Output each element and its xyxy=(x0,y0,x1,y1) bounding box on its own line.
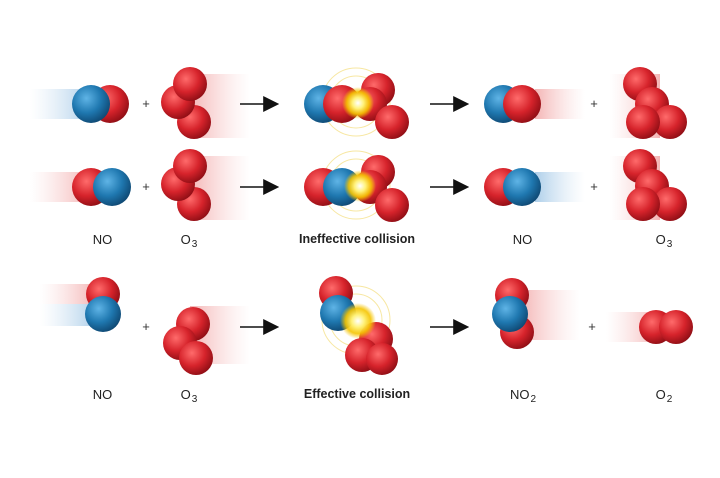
colliding-molecules xyxy=(319,276,398,375)
ozone-molecule xyxy=(161,67,211,139)
ozone-molecule xyxy=(161,149,211,221)
label-reactant-o3: O3 xyxy=(180,387,198,405)
label-event: Ineffective collision xyxy=(298,232,416,246)
plus-sign: + xyxy=(590,96,598,111)
row-3: + + xyxy=(40,276,693,375)
no2-molecule xyxy=(492,278,534,349)
collision-flash-icon xyxy=(342,87,374,119)
label-subscript: 3 xyxy=(666,239,673,250)
label-subscript: 2 xyxy=(530,394,537,405)
no-molecule xyxy=(72,85,129,123)
label-reactant-o3: O3 xyxy=(180,232,198,250)
label-event: Effective collision xyxy=(303,387,411,401)
label-product-no2: NO2 xyxy=(509,387,537,405)
plus-sign: + xyxy=(590,179,598,194)
label-effective-collision: Effective collision xyxy=(304,387,410,401)
label-reactant-no: NO xyxy=(93,387,114,402)
label-product-no: NO xyxy=(513,232,534,247)
label-main: O xyxy=(180,232,191,247)
label-subscript: 2 xyxy=(666,394,673,405)
no-molecule xyxy=(85,277,121,332)
plus-sign: + xyxy=(588,319,596,334)
ozone-molecule xyxy=(623,67,687,139)
no-molecule xyxy=(484,168,541,206)
no-molecule xyxy=(72,168,131,206)
label-subscript: 3 xyxy=(191,239,198,250)
row-2: + + xyxy=(30,149,687,222)
motion-blur-icon xyxy=(535,89,585,119)
label-subscript: 3 xyxy=(191,394,198,405)
label-product-o3: O3 xyxy=(655,232,673,250)
label-main: O xyxy=(655,387,666,402)
label-main: NO xyxy=(92,387,113,402)
ozone-molecule xyxy=(623,149,687,221)
label-main: NO xyxy=(512,232,533,247)
motion-blur-icon xyxy=(535,172,585,202)
motion-blur-icon xyxy=(40,284,96,304)
o2-molecule xyxy=(639,310,693,344)
label-main: O xyxy=(180,387,191,402)
label-main: NO xyxy=(509,387,530,402)
label-ineffective-collision: Ineffective collision xyxy=(299,232,415,246)
row-1: + + xyxy=(30,67,687,139)
label-product-o2: O2 xyxy=(655,387,673,405)
motion-blur-icon xyxy=(40,304,96,326)
no-molecule xyxy=(484,85,541,123)
collision-flash-icon xyxy=(340,303,376,339)
label-main: NO xyxy=(92,232,113,247)
plus-sign: + xyxy=(142,96,150,111)
collision-flash-icon xyxy=(344,170,376,202)
ozone-molecule xyxy=(163,307,213,375)
label-main: O xyxy=(655,232,666,247)
label-reactant-no: NO xyxy=(93,232,114,247)
plus-sign: + xyxy=(142,179,150,194)
plus-sign: + xyxy=(142,319,150,334)
